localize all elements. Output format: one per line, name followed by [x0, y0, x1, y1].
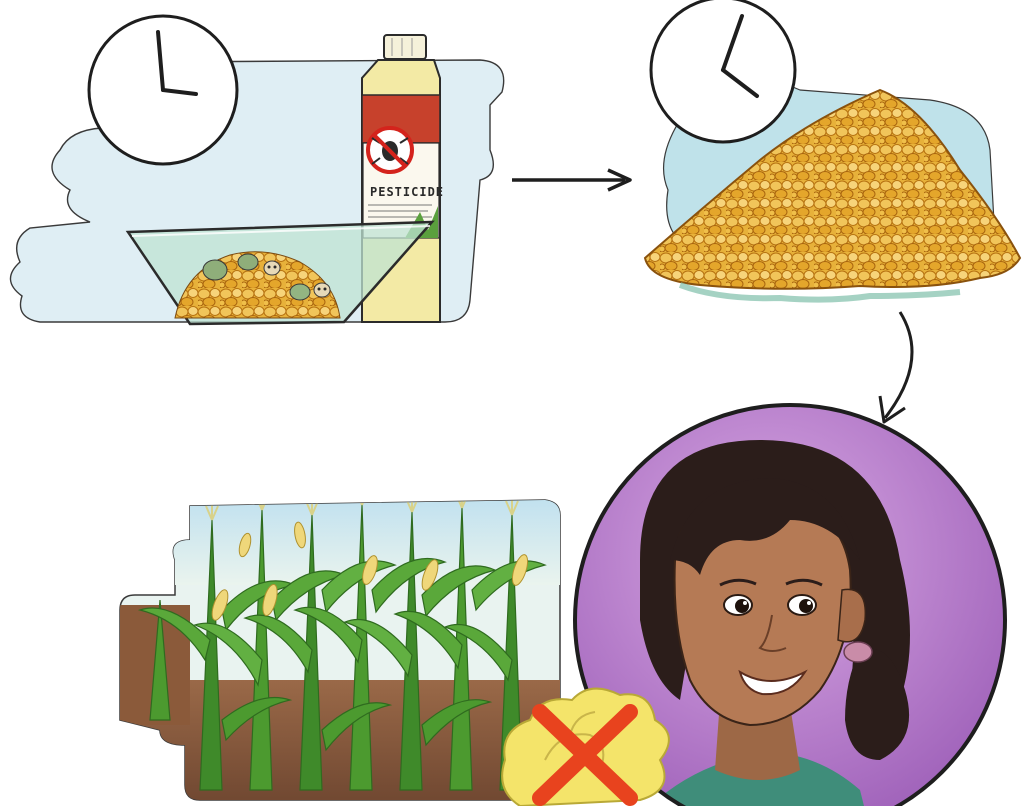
clock-icon: [651, 0, 795, 142]
panel-corn-field: [110, 489, 570, 806]
arrow-down-curved-icon: [880, 312, 912, 422]
hair-tie: [844, 642, 872, 662]
panel-treatment: PESTICIDE: [10, 16, 503, 324]
bottle-label: PESTICIDE: [370, 185, 444, 199]
clock-icon: [89, 16, 237, 164]
panel-grain-pile: [645, 0, 1020, 300]
arrow-right-icon: [512, 170, 630, 190]
no-bug-icon: [368, 128, 412, 172]
